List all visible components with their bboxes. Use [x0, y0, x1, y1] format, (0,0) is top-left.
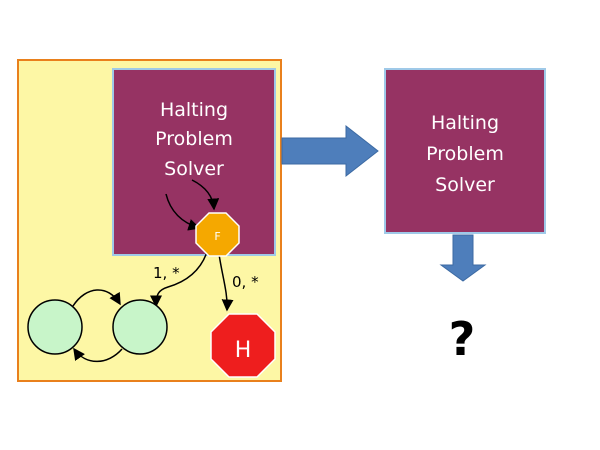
result-question-mark: ?	[449, 312, 476, 366]
f-to-loop-edge	[150, 251, 208, 308]
f-to-loop-label: 1, *	[153, 264, 180, 282]
solver-to-f-arrow-2	[191, 179, 220, 211]
halt-state: H	[210, 313, 276, 378]
right-solver-box: Halting Problem Solver	[384, 68, 546, 234]
f-to-halt-label: 0, *	[232, 273, 259, 291]
left-solver-line-2: Problem	[155, 128, 233, 150]
output-arrow	[439, 234, 487, 282]
left-solver-line-1: Halting	[160, 99, 228, 121]
f-to-halt-edge	[218, 253, 234, 312]
left-solver-line-3: Solver	[164, 158, 224, 180]
state-f: F	[195, 212, 240, 257]
halt-state-label: H	[235, 338, 252, 363]
state-f-label: F	[214, 230, 220, 243]
loop-state-left	[27, 299, 83, 355]
solver-to-f-arrow-1	[165, 193, 201, 231]
left-solver-box: Halting Problem Solver	[112, 68, 276, 256]
loop-state-right	[112, 299, 168, 355]
right-solver-line-1: Halting	[431, 112, 499, 134]
right-solver-line-3: Solver	[435, 174, 495, 196]
loop-arrow-bottom	[73, 347, 123, 363]
transform-arrow	[281, 124, 379, 178]
loop-arrow-top	[72, 289, 121, 307]
right-solver-line-2: Problem	[426, 143, 504, 165]
